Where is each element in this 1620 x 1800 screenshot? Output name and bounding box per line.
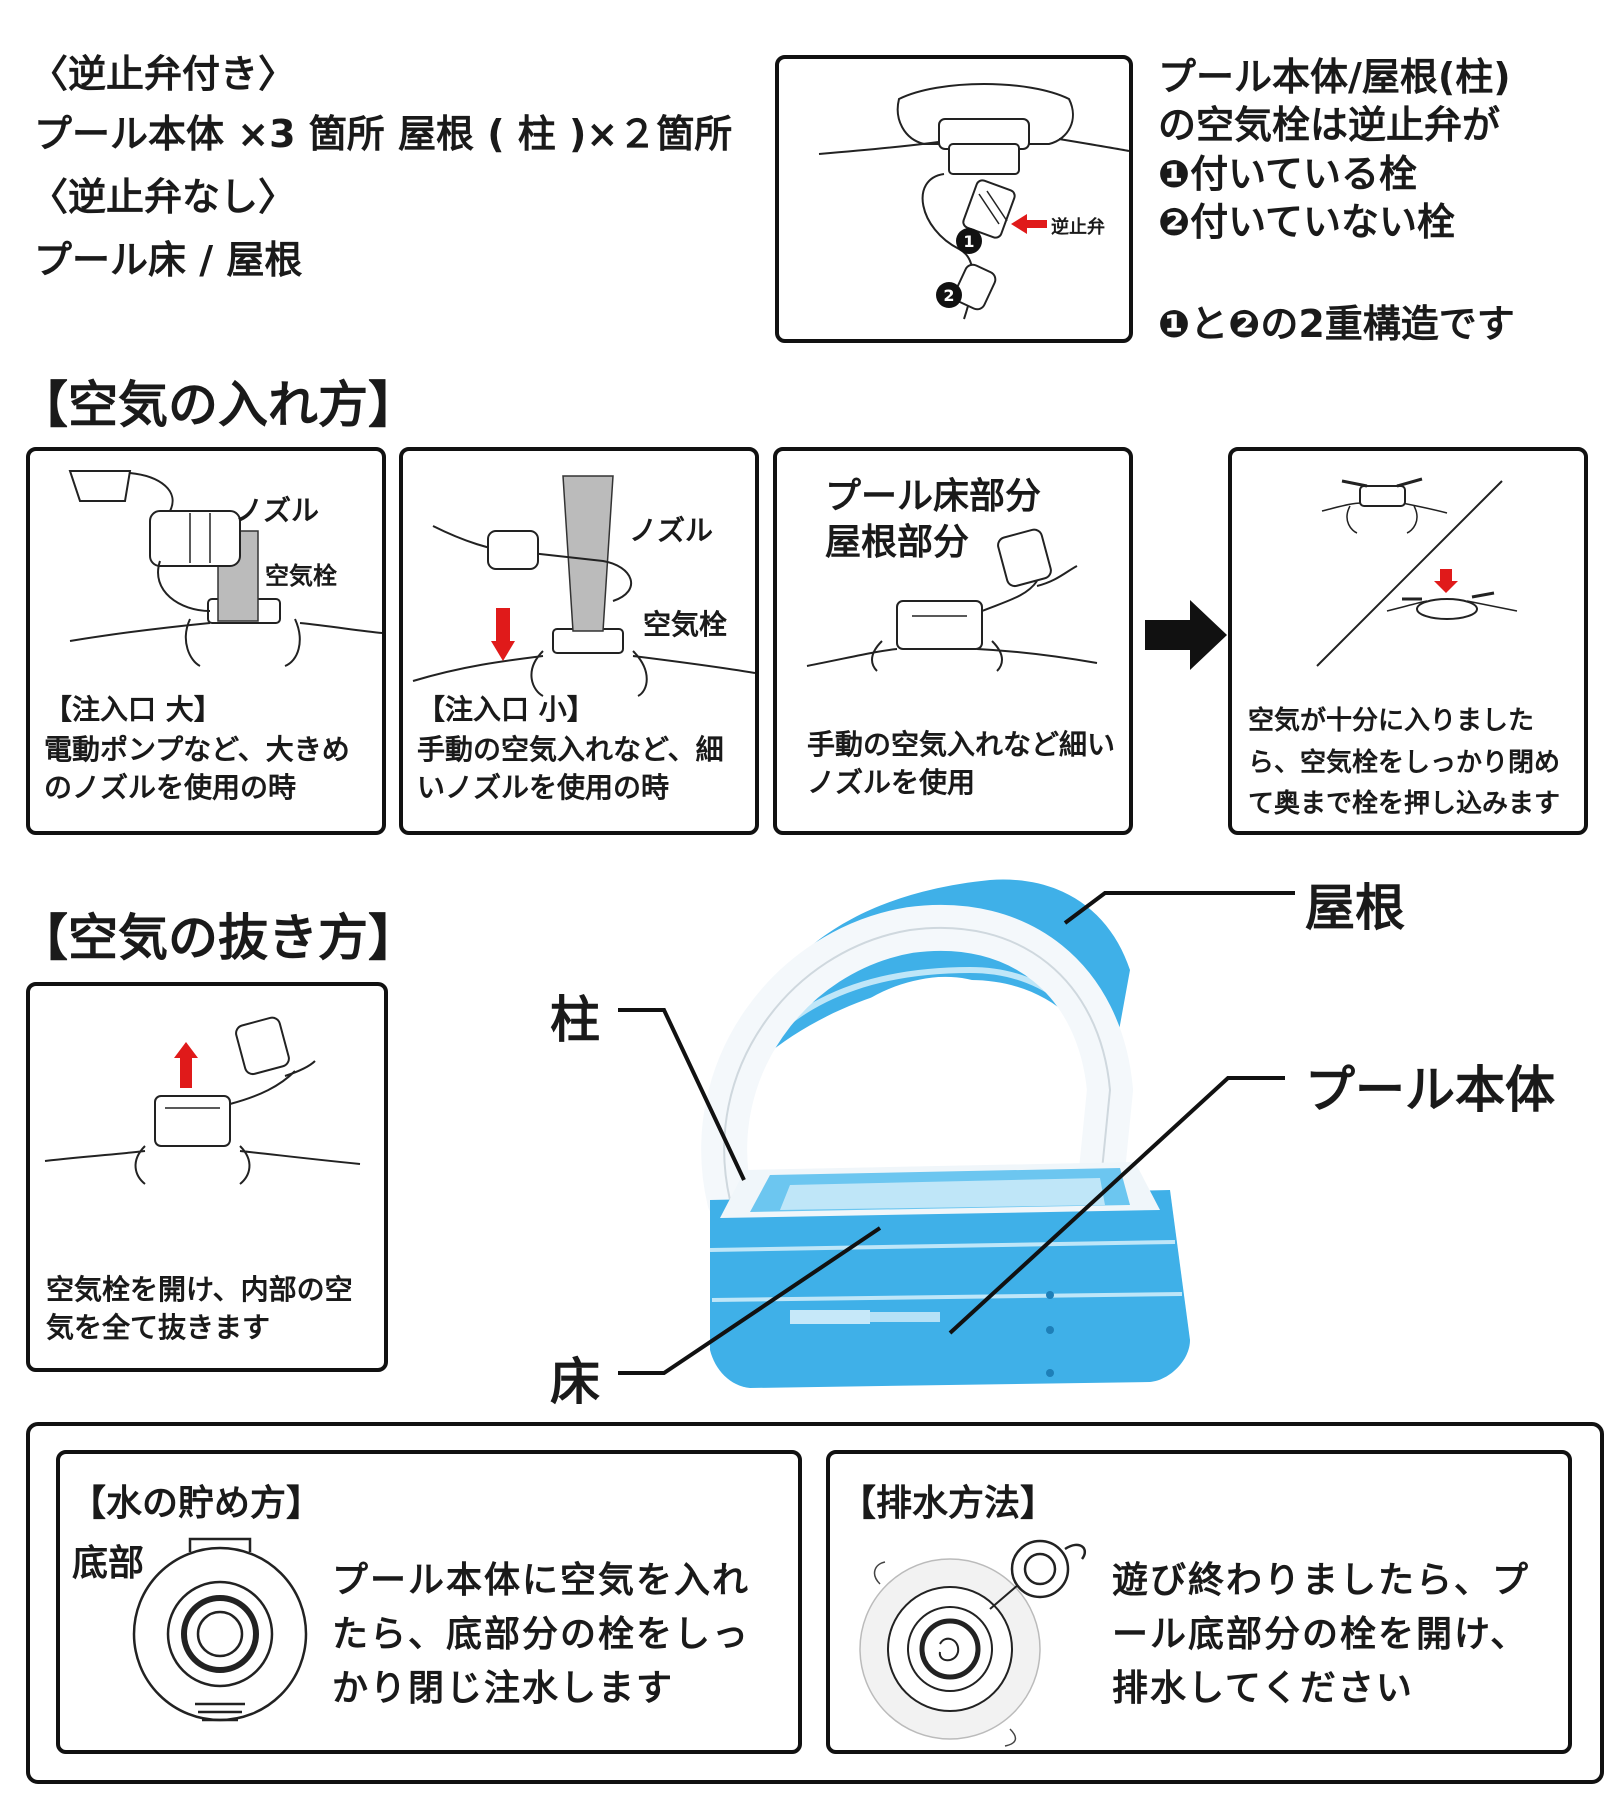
- step1-plug-label: 空気栓: [265, 562, 337, 590]
- drain-text: 遊び終わりましたら、プール底部分の栓を開け、排水してください: [1112, 1560, 1531, 1709]
- inflate-step1-box: ノズル 空気栓 【注入口 大】 電動ポンプなど、大きめのノズルを使用の時: [26, 447, 386, 835]
- label-roof: 屋根: [1305, 879, 1405, 937]
- without-check-items: プール床 / 屋根: [34, 238, 303, 282]
- small-inlet-illustration: [412, 475, 755, 697]
- step4-text: 空気が十分に入りましたら、空気栓をしっかり閉めて奥まで栓を押し込みます: [1248, 706, 1561, 820]
- deflate-box: 空気栓を開け、内部の空気を全て抜きます: [26, 982, 388, 1372]
- without-check-heading: 〈逆止弁なし〉: [30, 175, 297, 219]
- inflate-step2-box: ノズル 空気栓 【注入口 小】 手動の空気入れなど、細いノズルを使用の時: [399, 447, 759, 835]
- label-floor: 床: [550, 1353, 600, 1411]
- next-arrow-icon: [1145, 600, 1227, 670]
- inflate-step4-box: 空気が十分に入りましたら、空気栓をしっかり閉めて奥まで栓を押し込みます: [1228, 447, 1588, 835]
- step2-plug-label: 空気栓: [643, 608, 728, 641]
- close-plug-illustration: [1316, 477, 1518, 667]
- explain-line2: の空気栓は逆止弁が: [1158, 103, 1501, 147]
- drain-heading: 【排水方法】: [840, 1483, 1057, 1524]
- explain-line5: ❶と❷の2重構造です: [1158, 302, 1515, 346]
- with-check-items: プール本体 ×3 箇所 屋根 ( 柱 )×２箇所: [34, 112, 733, 156]
- deflate-illustration: [44, 1016, 361, 1185]
- step2-text: 手動の空気入れなど、細いノズルを使用の時: [417, 733, 724, 804]
- drain-box: 【排水方法】 遊び終わりましたら、プール底部分の栓を開け、排水してください: [826, 1450, 1572, 1754]
- step3-text: 手動の空気入れなど細いノズルを使用: [807, 728, 1116, 799]
- label-pillar: 柱: [550, 991, 600, 1049]
- large-inlet-illustration: [68, 470, 382, 667]
- with-check-heading: 〈逆止弁付き〉: [30, 52, 297, 96]
- explain-line4: ❷付いていない栓: [1158, 200, 1456, 244]
- step1-text: 電動ポンプなど、大きめのノズルを使用の時: [44, 733, 350, 804]
- explain-line3: ❶付いている栓: [1158, 152, 1418, 196]
- fill-water-text: プール本体に空気を入れたら、底部分の栓をしっかり閉じ注水します: [332, 1560, 751, 1709]
- step3-title-line1: プール床部分: [825, 476, 1042, 517]
- step3-title-line2: 屋根部分: [825, 522, 970, 563]
- inflate-heading: 【空気の入れ方】: [18, 376, 418, 434]
- svg-text:2: 2: [943, 286, 954, 305]
- label-pool-body: プール本体: [1305, 1061, 1555, 1119]
- fill-water-box: 【水の貯め方】 底部 プール本体に空気を入れたら、底部分の栓をしっかり閉じ注水し…: [56, 1450, 802, 1754]
- step2-title: 【注入口 小】: [417, 693, 595, 726]
- deflate-heading: 【空気の抜き方】: [18, 909, 418, 967]
- svg-text:1: 1: [963, 232, 974, 251]
- water-outer-box: 【水の貯め方】 底部 プール本体に空気を入れたら、底部分の栓をしっかり閉じ注水し…: [26, 1422, 1604, 1784]
- valve-illustration: 1 2: [818, 83, 1129, 320]
- bottom-label: 底部: [72, 1543, 145, 1584]
- deflate-text: 空気栓を開け、内部の空気を全て抜きます: [46, 1273, 353, 1344]
- step2-nozzle-label: ノズル: [629, 514, 714, 547]
- valve-diagram-box: 1 2 逆止弁: [775, 55, 1133, 343]
- bottom-plug-illustration: [132, 1537, 308, 1722]
- fill-water-heading: 【水の貯め方】: [70, 1483, 323, 1524]
- step1-nozzle-label: ノズル: [235, 494, 320, 527]
- drain-plug-illustration: [859, 1539, 1087, 1747]
- pool-illustration: [701, 879, 1190, 1388]
- explain-line1: プール本体/屋根(柱): [1158, 55, 1511, 99]
- inflate-step3-box: プール床部分 屋根部分 手動の空気入れなど細いノズルを使用: [773, 447, 1133, 835]
- step1-title: 【注入口 大】: [44, 693, 222, 726]
- check-valve-label: 逆止弁: [1051, 217, 1105, 238]
- floor-roof-inlet-illustration: [806, 528, 1098, 672]
